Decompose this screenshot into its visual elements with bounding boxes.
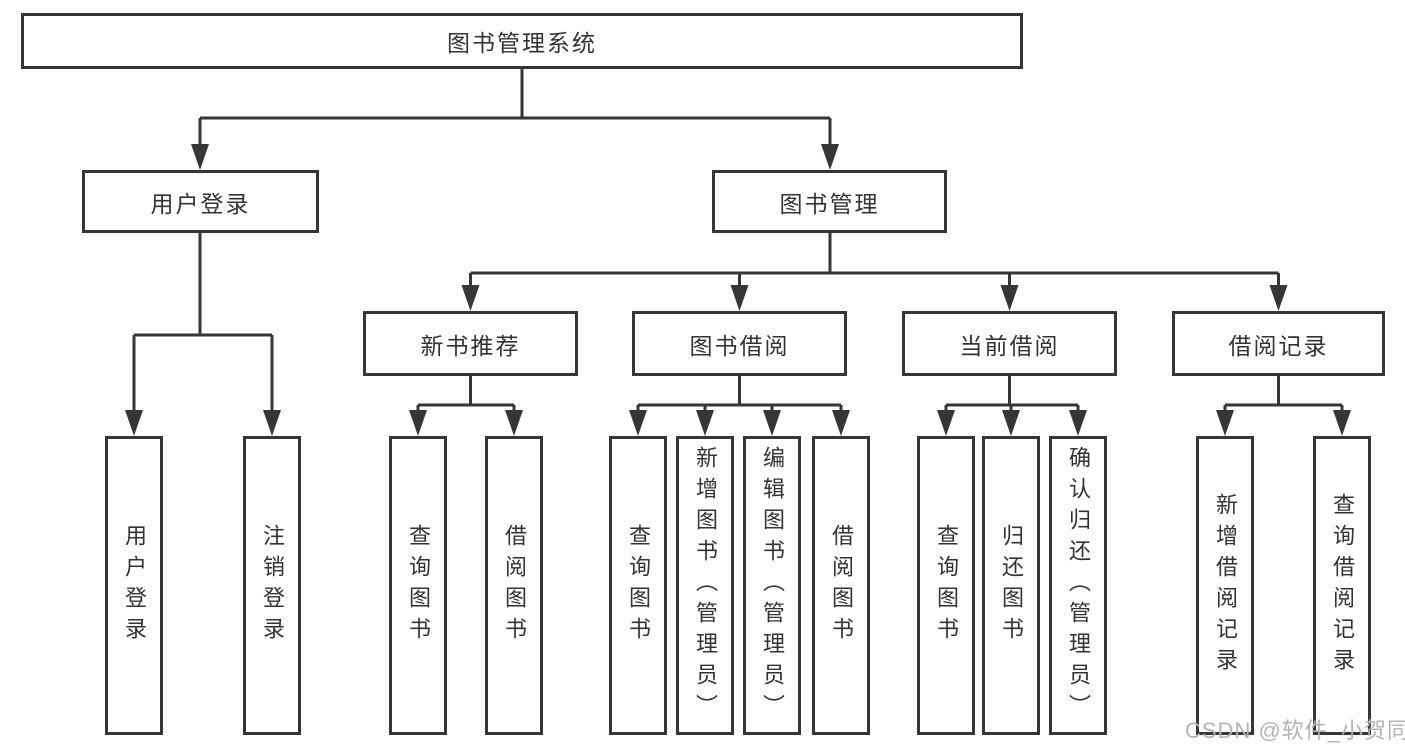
leaf-label: 新增借阅记录 xyxy=(1213,492,1238,679)
node-label: 图书管理系统 xyxy=(447,30,597,56)
arrow-down-icon xyxy=(832,410,850,436)
leaf-add-book-admin: 新增图书（管理员） xyxy=(676,436,734,735)
node-user-login: 用户登录 xyxy=(82,170,319,233)
leaf-confirm-return-admin: 确认归还（管理员） xyxy=(1049,436,1107,735)
book-borrow-split-lines xyxy=(636,376,843,414)
leaf-query-book-borrow: 查询图书 xyxy=(609,436,667,735)
node-label: 当前借阅 xyxy=(959,332,1060,359)
arrow-down-icon xyxy=(191,144,209,170)
leaf-query-borrow-record: 查询借阅记录 xyxy=(1313,436,1371,735)
arrow-down-icon xyxy=(263,410,281,436)
node-book-management: 图书管理 xyxy=(712,170,947,233)
new-book-split-lines xyxy=(416,376,516,414)
leaf-label: 查询图书 xyxy=(934,523,959,648)
arrow-down-icon xyxy=(505,410,523,436)
arrow-down-icon xyxy=(461,285,480,311)
arrow-down-icon xyxy=(1002,410,1020,436)
arrow-down-icon xyxy=(763,410,781,436)
leaf-add-borrow-record: 新增借阅记录 xyxy=(1196,436,1254,735)
leaf-label: 归还图书 xyxy=(999,523,1024,648)
user-login-split-lines xyxy=(132,233,274,412)
node-label: 新书推荐 xyxy=(420,332,521,359)
node-borrow-record: 借阅记录 xyxy=(1172,311,1385,376)
arrow-down-icon xyxy=(1269,285,1288,311)
leaf-user-login: 用户登录 xyxy=(105,436,163,735)
leaf-label: 借阅图书 xyxy=(829,523,854,648)
leaf-label: 查询图书 xyxy=(626,523,651,648)
leaf-query-book-current: 查询图书 xyxy=(917,436,975,735)
node-book-borrow: 图书借阅 xyxy=(632,311,847,376)
arrow-down-icon xyxy=(629,410,647,436)
node-label: 图书借阅 xyxy=(689,332,790,359)
leaf-label: 注销登录 xyxy=(260,523,285,648)
leaf-borrow-book-recommend: 借阅图书 xyxy=(485,436,543,735)
arrow-down-icon xyxy=(1333,410,1351,436)
node-label: 图书管理 xyxy=(779,190,880,217)
arrow-down-icon xyxy=(125,410,143,436)
leaf-edit-book-admin: 编辑图书（管理员） xyxy=(743,436,801,735)
leaf-label: 用户登录 xyxy=(122,523,147,648)
arrow-down-icon xyxy=(821,144,839,170)
book-mgmt-split-lines xyxy=(469,233,1280,287)
arrow-down-icon xyxy=(1000,285,1019,311)
node-new-book-recommend: 新书推荐 xyxy=(363,311,578,376)
node-label: 借阅记录 xyxy=(1228,332,1329,359)
current-borrow-split-lines xyxy=(944,376,1080,414)
leaf-label: 借阅图书 xyxy=(502,523,527,648)
node-root-system: 图书管理系统 xyxy=(21,13,1023,69)
leaf-label: 查询借阅记录 xyxy=(1330,492,1355,679)
leaf-label: 查询图书 xyxy=(406,523,431,648)
arrow-down-icon xyxy=(409,410,427,436)
leaf-logout: 注销登录 xyxy=(243,436,301,735)
arrow-down-icon xyxy=(696,410,714,436)
leaf-return-book: 归还图书 xyxy=(982,436,1040,735)
leaf-query-book-recommend: 查询图书 xyxy=(389,436,447,735)
arrow-down-icon xyxy=(1069,410,1087,436)
leaf-label: 新增图书（管理员） xyxy=(693,446,718,725)
node-label: 用户登录 xyxy=(150,190,251,217)
arrow-down-icon xyxy=(730,285,749,311)
arrow-down-icon xyxy=(937,410,955,436)
root-split-lines xyxy=(198,69,832,146)
node-current-borrow: 当前借阅 xyxy=(902,311,1117,376)
leaf-label: 确认归还（管理员） xyxy=(1066,446,1091,725)
csdn-watermark: CSDN @软件_小贺同学 xyxy=(1185,718,1405,743)
arrow-down-icon xyxy=(1216,410,1234,436)
leaf-label: 编辑图书（管理员） xyxy=(760,446,785,725)
borrow-record-split-lines xyxy=(1223,376,1344,414)
leaf-borrow-book: 借阅图书 xyxy=(812,436,870,735)
